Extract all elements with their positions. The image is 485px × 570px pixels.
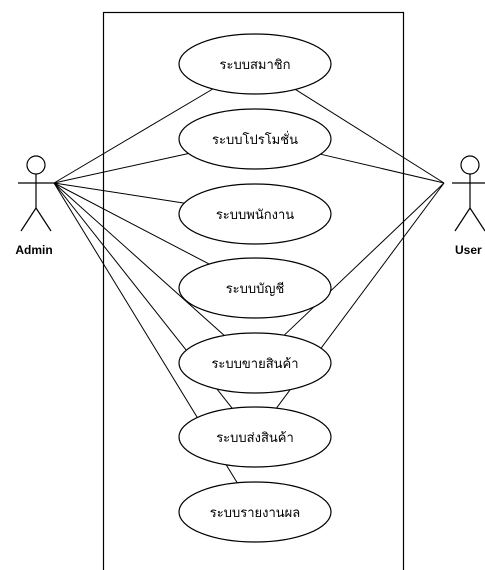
actor-admin[interactable]: Admin [15,155,54,257]
use-case-uc4[interactable]: ระบบบัญชี [178,257,332,319]
use-case-uc2[interactable]: ระบบโปรโมชั่น [178,108,332,170]
association-admin-uc4 [53,182,210,265]
association-admin-uc5 [53,182,225,336]
use-case-label: ระบบสมาชิก [220,58,291,73]
system-boundary [102,11,405,570]
stick-figure-icon [452,155,485,232]
association-user-uc2 [320,153,445,184]
use-case-uc6[interactable]: ระบบส่งสินค้า [178,406,332,468]
use-case-label: ระบบบัญชี [226,281,285,297]
association-admin-uc1 [53,88,214,184]
actor-admin-label: Admin [15,243,52,257]
association-user-uc5 [283,182,445,336]
stick-figure-icon [18,155,54,232]
use-case-uc3[interactable]: ระบบพนักงาน [178,183,332,245]
association-user-uc1 [295,88,445,184]
actor-user-label: User [455,243,482,257]
association-admin-uc3 [53,182,185,204]
use-case-label: ระบบขายสินค้า [211,357,298,372]
use-case-label: ระบบโปรโมชั่น [212,131,298,148]
use-case-label: ระบบรายงานผล [210,506,301,521]
association-admin-uc2 [53,153,189,184]
use-case-uc5[interactable]: ระบบขายสินค้า [178,332,332,394]
use-case-uc7[interactable]: ระบบรายงานผล [178,481,332,543]
actor-user[interactable]: User [452,155,485,257]
use-case-label: ระบบพนักงาน [216,208,294,223]
use-case-uc1[interactable]: ระบบสมาชิก [178,33,332,95]
use-case-label: ระบบส่งสินค้า [216,431,294,446]
